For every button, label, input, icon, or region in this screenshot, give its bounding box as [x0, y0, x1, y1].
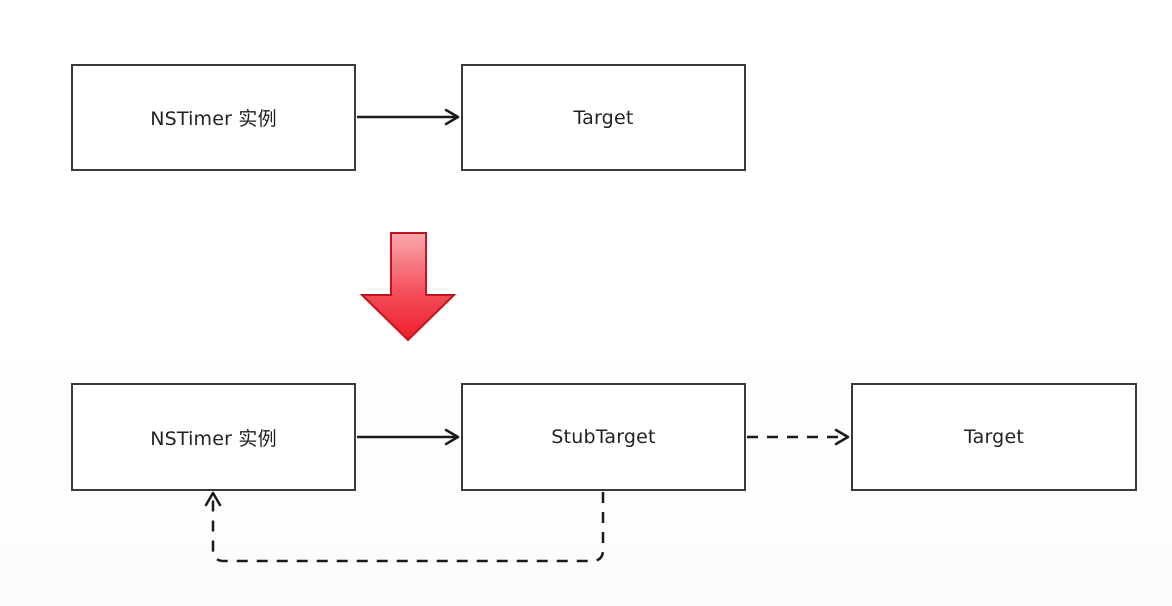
target-box-before: Target: [461, 64, 746, 171]
nstimer-instance-box-after: NSTimer 实例: [71, 383, 356, 491]
transform-down-arrow-icon: [359, 232, 457, 342]
target-label-after: Target: [964, 426, 1024, 448]
nstimer-instance-box-before: NSTimer 实例: [71, 64, 356, 171]
arrow-timer-to-stubtarget: [357, 428, 460, 446]
nstimer-instance-label-before: NSTimer 实例: [150, 108, 277, 130]
target-label-before: Target: [573, 106, 634, 129]
nstimer-instance-label-after: NSTimer 实例: [150, 427, 277, 450]
arrow-timer-to-target-before: [357, 108, 460, 126]
target-box-after: Target: [851, 383, 1137, 491]
dashed-arrow-stubtarget-to-timer: [204, 491, 605, 563]
stub-target-box: StubTarget: [461, 383, 746, 491]
stub-target-label: StubTarget: [551, 426, 656, 448]
dashed-arrow-stubtarget-to-target: [747, 428, 850, 446]
